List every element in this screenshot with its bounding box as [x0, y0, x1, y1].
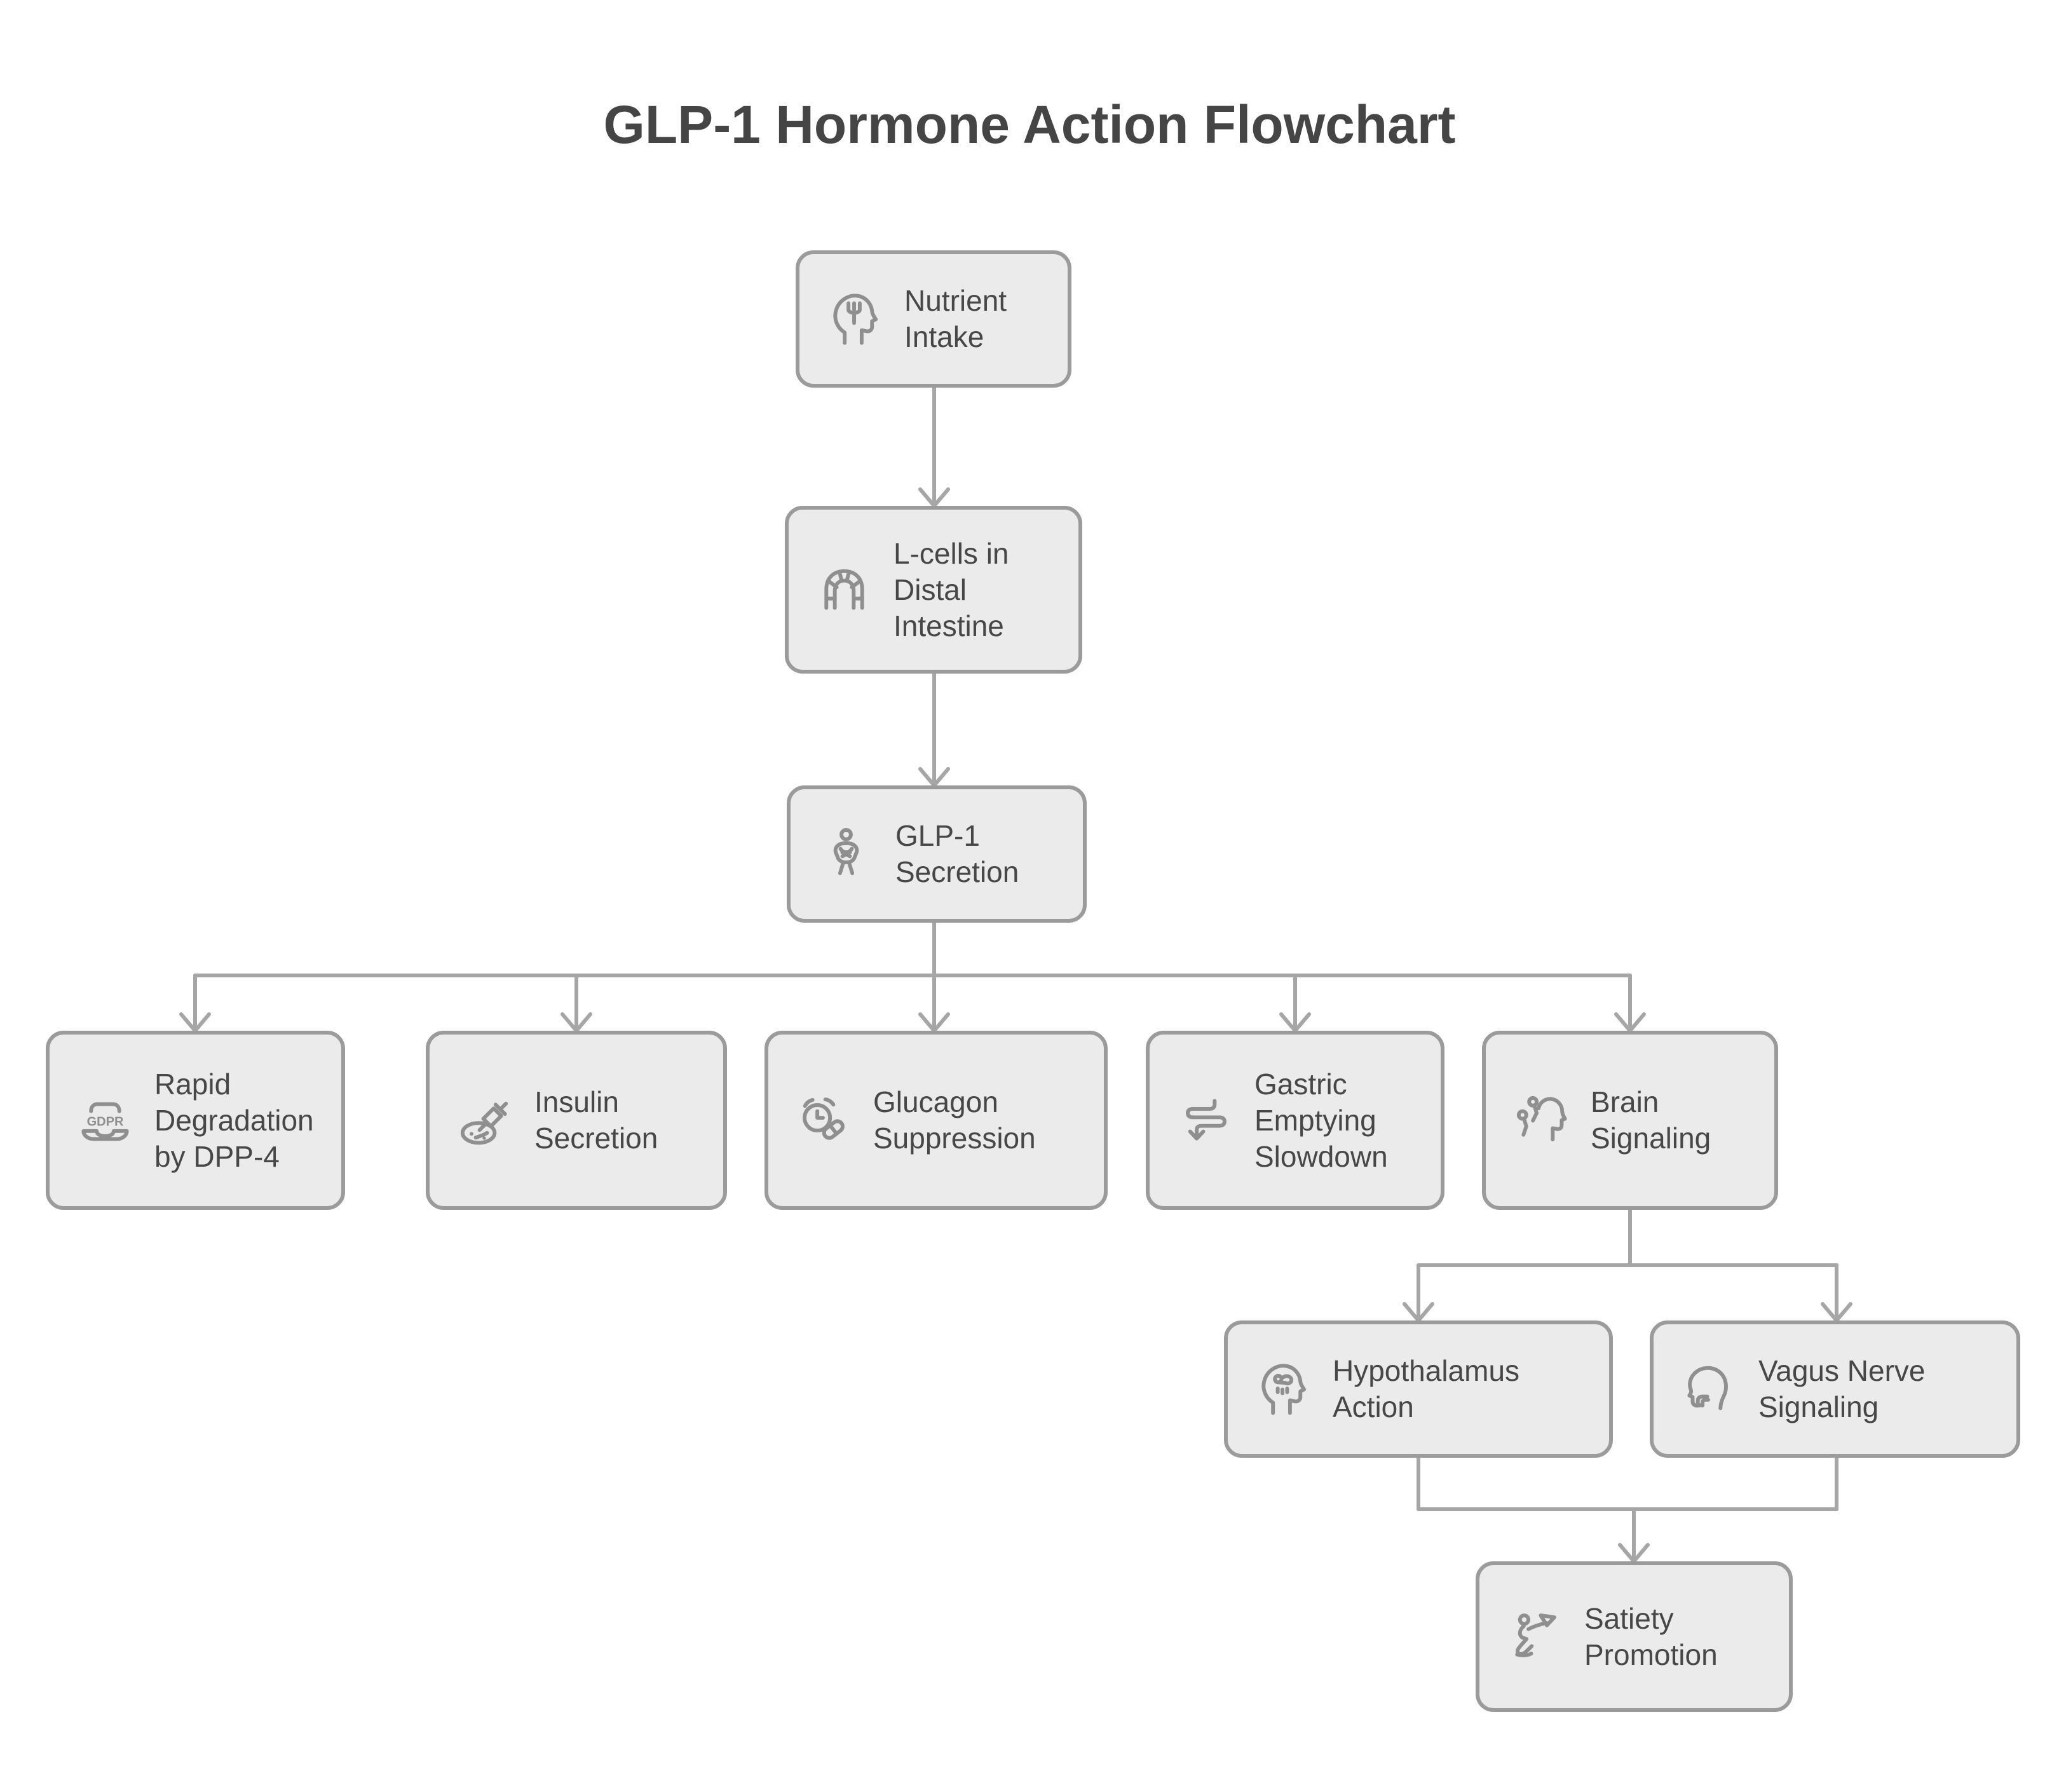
node-label: Nutrient Intake: [904, 284, 1007, 353]
svg-text:GDPR: GDPR: [87, 1115, 124, 1129]
edge-lcells-to-glp1: [918, 672, 950, 787]
node-glp-1-secretion: GLP-1 Secretion: [787, 785, 1087, 923]
edge-nutrient-to-lcells: [918, 386, 950, 508]
node-glucagon-suppression: Glucagon Suppression: [764, 1031, 1108, 1210]
node-vagus-nerve-signaling: Vagus Nerve Signaling: [1650, 1320, 2020, 1458]
diagram-title: GLP-1 Hormone Action Flowchart: [603, 95, 1456, 154]
node-gastric-emptying-slowdown: Gastric Emptying Slowdown: [1146, 1031, 1444, 1210]
head-brain-icon: [1261, 1363, 1307, 1415]
edge-brain-split-bus: [1403, 1208, 1852, 1322]
gdpr-laptop-icon: GDPR: [81, 1102, 129, 1141]
body-icon: [833, 827, 859, 875]
node-label: Hypothalamus Action: [1333, 1354, 1520, 1423]
edge-glp1-split-bus: [179, 921, 1646, 1033]
syringe-dish-icon: [460, 1101, 508, 1144]
node-label: Brain Signaling: [1591, 1085, 1711, 1155]
clock-pill-icon: [803, 1097, 845, 1140]
node-brain-signaling: Brain Signaling: [1482, 1031, 1778, 1210]
node-rapid-degradation-by-dpp-4: GDPR Rapid Degradation by DPP-4: [46, 1031, 345, 1210]
node-label: Satiety Promotion: [1584, 1601, 1718, 1671]
head-throat-icon: [1687, 1366, 1728, 1410]
node-l-cells-distal-intestine: L-cells in Distal Intestine: [785, 506, 1082, 674]
slow-flow-icon: [1186, 1098, 1227, 1141]
node-label: Gastric Emptying Slowdown: [1254, 1067, 1388, 1173]
node-label: Insulin Secretion: [534, 1085, 658, 1155]
node-label: Rapid Degradation by DPP-4: [154, 1067, 314, 1173]
node-satiety-promotion: Satiety Promotion: [1476, 1561, 1793, 1712]
node-label: Vagus Nerve Signaling: [1758, 1354, 1926, 1423]
node-nutrient-intake: Nutrient Intake: [796, 250, 1071, 388]
edge-merge-to-satiety: [1417, 1456, 1838, 1563]
intestine-icon: [824, 569, 864, 610]
head-network-icon: [1516, 1096, 1567, 1141]
node-insulin-secretion: Insulin Secretion: [426, 1031, 727, 1210]
node-label: Glucagon Suppression: [873, 1085, 1036, 1155]
figure-cup-icon: [1515, 1613, 1556, 1657]
node-label: L-cells in Distal Intestine: [894, 536, 1009, 642]
head-fork-icon: [833, 293, 878, 345]
node-hypothalamus-action: Hypothalamus Action: [1224, 1320, 1613, 1458]
node-label: GLP-1 Secretion: [895, 819, 1019, 888]
